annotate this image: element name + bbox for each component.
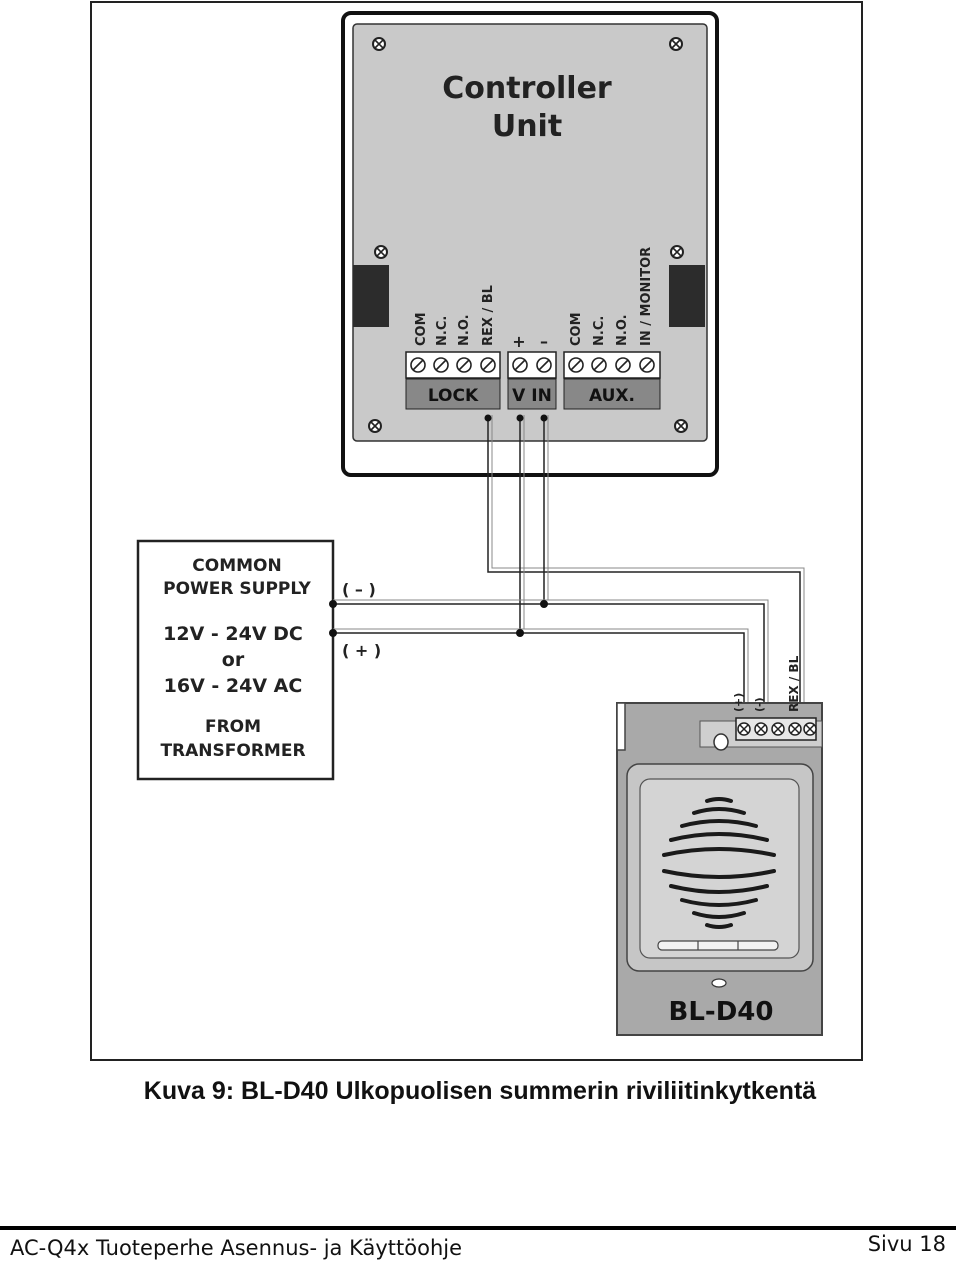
screw-icon: [670, 245, 684, 259]
led-bar: [657, 940, 779, 951]
reader-model-label: BL-D40: [669, 997, 774, 1027]
mount-tab-right: [669, 265, 705, 327]
power-supply-text: 16V - 24V AC: [164, 675, 303, 697]
footer-divider: [0, 1226, 956, 1230]
screw-icon: [374, 245, 388, 259]
screw-icon: [669, 37, 683, 51]
wire-rex: [487, 415, 801, 712]
terminal-label: IN / MONITOR: [639, 247, 654, 346]
controller-title: Controller: [442, 71, 612, 106]
reader-terminal-label: (-): [753, 697, 766, 712]
wire-positive: [333, 632, 745, 712]
terminal-screw-icon: [410, 357, 655, 373]
power-supply-text: TRANSFORMER: [160, 741, 305, 761]
controller-title: Unit: [492, 109, 562, 144]
power-supply-text: 12V - 24V DC: [163, 623, 303, 645]
terminal-label: –: [540, 332, 548, 351]
footer-document-title: AC-Q4x Tuoteperhe Asennus- ja Käyttöohje: [10, 1236, 463, 1260]
lock-label: LOCK: [428, 386, 479, 406]
mount-hole-icon: [713, 733, 729, 751]
vin-label: V IN: [512, 386, 552, 406]
reader-slot: [711, 978, 727, 988]
power-supply-text: FROM: [205, 717, 261, 737]
controller-unit: Controller Unit COM N.C. N.O. REX / BL +…: [341, 11, 719, 477]
terminal-label: N.C.: [592, 316, 607, 346]
bl-d40-reader: (+) (-) REX / BL BL-D40: [616, 655, 823, 1036]
reader-terminal-strip: [735, 717, 817, 741]
power-supply-text: COMMON: [192, 556, 281, 576]
power-supply-text: or: [222, 649, 245, 671]
power-supply: COMMON POWER SUPPLY 12V - 24V DC or 16V …: [136, 539, 381, 781]
power-supply-text: POWER SUPPLY: [163, 579, 311, 599]
positive-label: ( + ): [342, 641, 381, 660]
reader-terminal-label: REX / BL: [787, 655, 801, 712]
terminal-label: COM: [569, 312, 584, 346]
screw-icon: [368, 419, 382, 433]
terminal-label: N.O.: [457, 314, 472, 346]
terminal-label: N.C.: [435, 316, 450, 346]
wiring-diagram: Controller Unit COM N.C. N.O. REX / BL +…: [90, 1, 863, 1061]
wires: [333, 415, 805, 712]
terminal-label: +: [512, 332, 525, 351]
screw-icon: [674, 419, 688, 433]
screw-icon: [372, 37, 386, 51]
wire-negative: [333, 603, 765, 712]
figure-caption: Kuva 9: BL-D40 Ulkopuolisen summerin riv…: [143, 1077, 817, 1105]
reader-terminal-label: (+): [732, 693, 745, 712]
negative-label: ( – ): [342, 580, 376, 599]
mount-tab-left: [353, 265, 389, 327]
aux-label: AUX.: [589, 386, 635, 406]
terminal-label: N.O.: [615, 314, 630, 346]
terminal-label: COM: [414, 312, 429, 346]
speaker-grille-icon: [662, 797, 776, 929]
footer-page-number: Sivu 18: [867, 1232, 946, 1256]
terminal-label: REX / BL: [481, 285, 496, 346]
